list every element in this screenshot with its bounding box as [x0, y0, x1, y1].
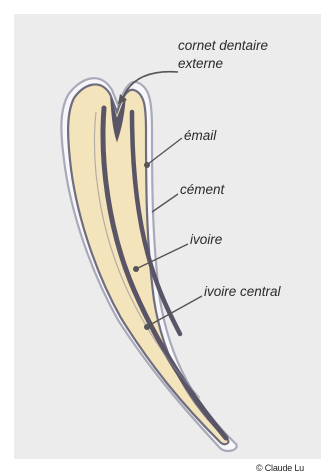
ivoire-central-dot	[144, 324, 150, 330]
email-dot	[144, 162, 150, 168]
label-cement: cément	[180, 182, 224, 198]
label-ivoire-central: ivoire central	[204, 284, 281, 300]
label-cornet-line2: externe	[178, 56, 223, 72]
ivoire-dot	[133, 266, 139, 272]
label-email: émail	[184, 128, 216, 144]
copyright-credit: © Claude Lu	[256, 463, 304, 473]
label-cornet-line1: cornet dentaire	[178, 38, 268, 54]
cement-leader	[152, 194, 178, 212]
label-ivoire: ivoire	[190, 232, 222, 248]
